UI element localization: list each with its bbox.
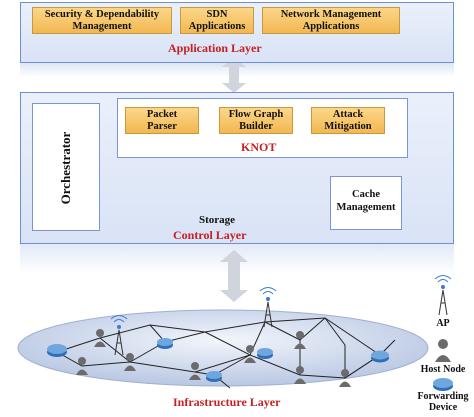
access-points <box>110 287 277 356</box>
packet-parser-box: Packet Parser <box>125 107 199 134</box>
host-node <box>124 353 136 371</box>
infrastructure-layer-label: Infrastructure Layer <box>173 395 281 409</box>
legend-host-label: Host Node <box>420 364 466 375</box>
host-node <box>294 366 306 384</box>
host-node <box>339 369 351 387</box>
attack-mitigation-box: Attack Mitigation <box>311 107 385 134</box>
cache-management-box <box>330 176 402 230</box>
security-dependability-box: Security & Dependability Management <box>32 7 172 34</box>
legend-ap-icon <box>434 275 452 316</box>
network-management-box: Network Management Applications <box>262 7 400 34</box>
application-layer-label: Application Layer <box>168 41 262 55</box>
orchestrator-label: Orchestrator <box>58 131 73 205</box>
infrastructure-plane <box>17 309 429 387</box>
forwarding-device <box>47 344 67 357</box>
forwarding-device <box>257 348 273 359</box>
cache-management-label: Cache Management <box>336 189 396 213</box>
flow-graph-builder-box: Flow Graph Builder <box>219 107 293 134</box>
legend-forwarding-label: Forwarding Device <box>417 391 469 413</box>
forwarding-devices <box>47 338 389 382</box>
app-control-link-arrow <box>222 57 246 93</box>
host-node <box>189 362 201 380</box>
host-node <box>294 331 306 349</box>
host-node <box>94 329 106 347</box>
control-infra-link-arrow <box>220 250 248 302</box>
forwarding-device <box>206 371 222 382</box>
access-point-icon <box>259 287 277 328</box>
legend-host-icon <box>435 339 451 362</box>
forwarding-device <box>371 350 389 363</box>
access-point-icon <box>110 315 128 356</box>
host-node <box>76 357 88 375</box>
host-nodes <box>76 329 351 387</box>
sdn-applications-box: SDN Applications <box>180 7 254 34</box>
control-layer-label: Control Layer <box>173 228 247 242</box>
legend-ap-label: AP <box>436 318 450 329</box>
forwarding-device <box>157 338 173 349</box>
orchestrator-box <box>32 103 100 231</box>
storage-label: Storage <box>198 214 236 226</box>
host-node <box>244 345 256 363</box>
knot-label: KNOT <box>241 140 277 154</box>
legend-forwarding-icon <box>433 378 453 391</box>
